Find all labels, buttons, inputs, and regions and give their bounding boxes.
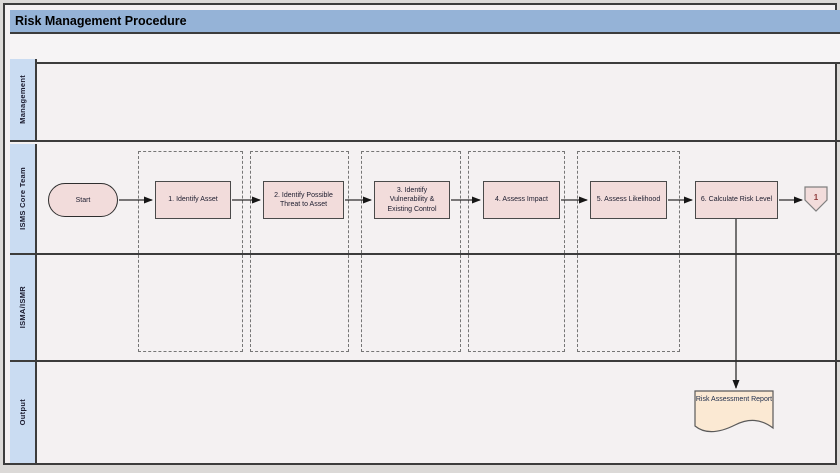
lane-label-isma-ismr: ISMA/ISMR [18, 286, 27, 329]
document-label: Risk Assessment Report [695, 396, 773, 403]
start-label: Start [75, 196, 91, 204]
diagram-frame: Risk Management Procedure Management ISM… [3, 3, 840, 465]
step-5-assess-likelihood: 5. Assess Likelihood [590, 181, 667, 219]
step-1-label: 1. Identify Asset [168, 196, 218, 204]
lane-label-cell-isms-core-team: ISMS Core Team [10, 144, 37, 253]
lane-output: Output [10, 362, 840, 463]
step-1-identify-asset: 1. Identify Asset [155, 181, 231, 219]
diagram-title: Risk Management Procedure [10, 10, 840, 34]
phase-frame-1 [138, 151, 243, 352]
header-strip [10, 34, 840, 64]
step-5-label: 5. Assess Likelihood [596, 196, 661, 204]
start-terminator: Start [48, 183, 118, 217]
lane-label-isms-core-team: ISMS Core Team [18, 167, 27, 230]
lane-label-cell-isma-ismr: ISMA/ISMR [10, 255, 37, 360]
lane-isma-ismr: ISMA/ISMR [10, 255, 840, 362]
step-4-label: 4. Assess Impact [495, 196, 548, 204]
phase-frame-3 [361, 151, 461, 352]
phase-frame-2 [250, 151, 349, 352]
step-6-calculate-risk-level: 6. Calculate Risk Level [695, 181, 778, 219]
lane-label-output: Output [18, 399, 27, 426]
lane-label-cell-output: Output [10, 362, 37, 463]
step-2-label: 2. Identify Possible Threat to Asset [274, 191, 333, 208]
lane-label-cell-management: Management [10, 59, 37, 140]
lane-label-management: Management [18, 75, 27, 124]
step-2-identify-possible-threat: 2. Identify Possible Threat to Asset [263, 181, 344, 219]
step-4-assess-impact: 4. Assess Impact [483, 181, 560, 219]
step-3-identify-vulnerability: 3. Identify Vulnerability & Existing Con… [374, 181, 450, 219]
step-3-label: 3. Identify Vulnerability & Existing Con… [387, 187, 437, 213]
phase-frame-4 [468, 151, 565, 352]
phase-frame-5 [577, 151, 680, 352]
lane-isms-core-team: ISMS Core Team [10, 144, 840, 255]
step-6-label: 6. Calculate Risk Level [700, 196, 773, 204]
lane-management: Management [10, 59, 840, 142]
